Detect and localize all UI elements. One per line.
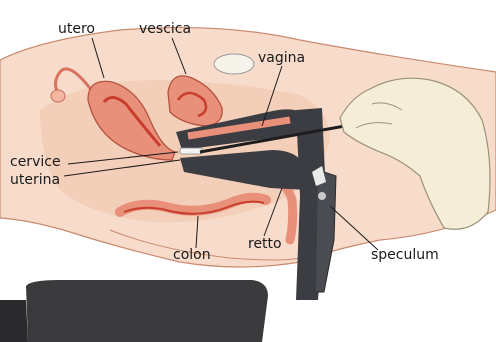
label-speculum: speculum — [371, 247, 439, 264]
label-uterina: uterina — [10, 172, 60, 189]
exam-table-shadow — [0, 300, 28, 342]
pubic-bone — [214, 54, 254, 74]
cervix-brush-tip — [180, 148, 202, 154]
speculum-screw-knob — [318, 192, 326, 200]
exam-table — [26, 280, 268, 342]
label-utero: utero — [58, 21, 95, 38]
label-cervice: cervice — [10, 154, 61, 171]
ovary — [51, 90, 65, 102]
label-colon: colon — [173, 247, 211, 264]
label-vescica: vescica — [139, 21, 191, 38]
speculum-screw — [316, 170, 336, 292]
label-retto: retto — [248, 236, 282, 253]
label-vagina: vagina — [258, 50, 305, 67]
